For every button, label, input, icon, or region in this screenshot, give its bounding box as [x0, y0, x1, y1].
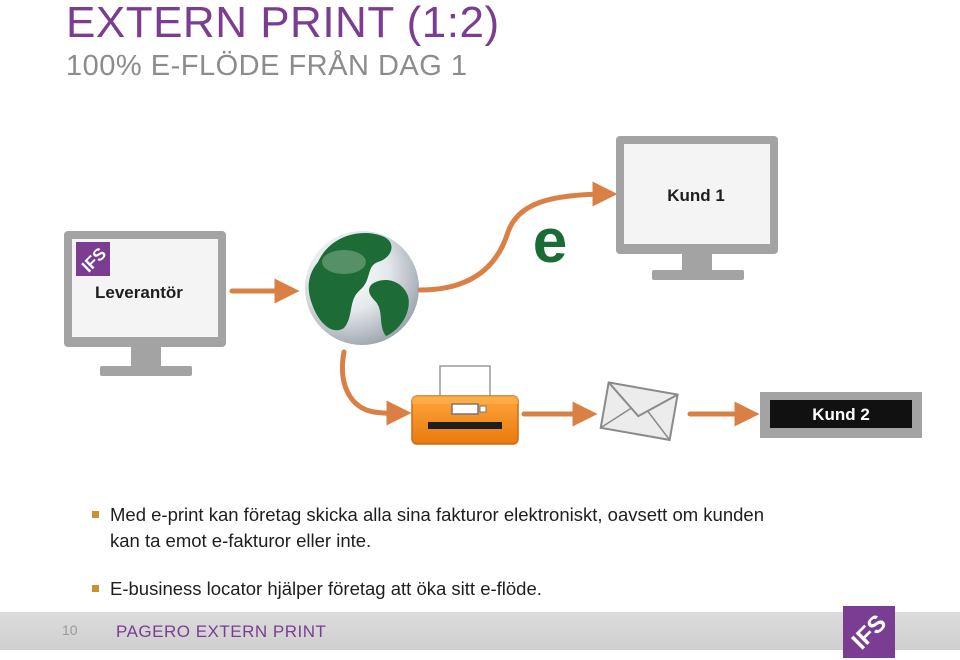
printer-icon: [412, 366, 518, 444]
bullet-text: Med e-print kan företag skicka alla sina…: [110, 504, 764, 551]
bullet-item: Med e-print kan företag skicka alla sina…: [92, 502, 792, 554]
globe-icon: [305, 231, 419, 345]
bullet-item: E-business locator hjälper företag att ö…: [92, 576, 792, 602]
bullet-marker: [92, 585, 99, 592]
bullet-marker: [92, 511, 99, 518]
customer1-monitor: Kund 1: [616, 136, 778, 280]
envelope-icon: [601, 382, 678, 439]
ifs-logo: IFS: [76, 242, 110, 276]
bullet-text: E-business locator hjälper företag att ö…: [110, 578, 542, 599]
supplier-monitor: IFS Leverantör: [64, 231, 226, 376]
page-number: 10: [62, 622, 78, 638]
arrow-globe-to-kund1: [420, 194, 610, 290]
arrow-globe-to-printer: [342, 352, 404, 413]
bullet-list: Med e-print kan företag skicka alla sina…: [92, 502, 792, 602]
customer1-label: Kund 1: [667, 186, 725, 205]
footer-text: PAGERO EXTERN PRINT: [116, 622, 326, 642]
supplier-label: Leverantör: [95, 283, 183, 302]
customer2-box: Kund 2: [760, 392, 922, 438]
e-invoice-symbol: e: [533, 207, 567, 276]
customer2-label: Kund 2: [812, 405, 870, 424]
ifs-footer-logo: IFS: [843, 606, 895, 658]
